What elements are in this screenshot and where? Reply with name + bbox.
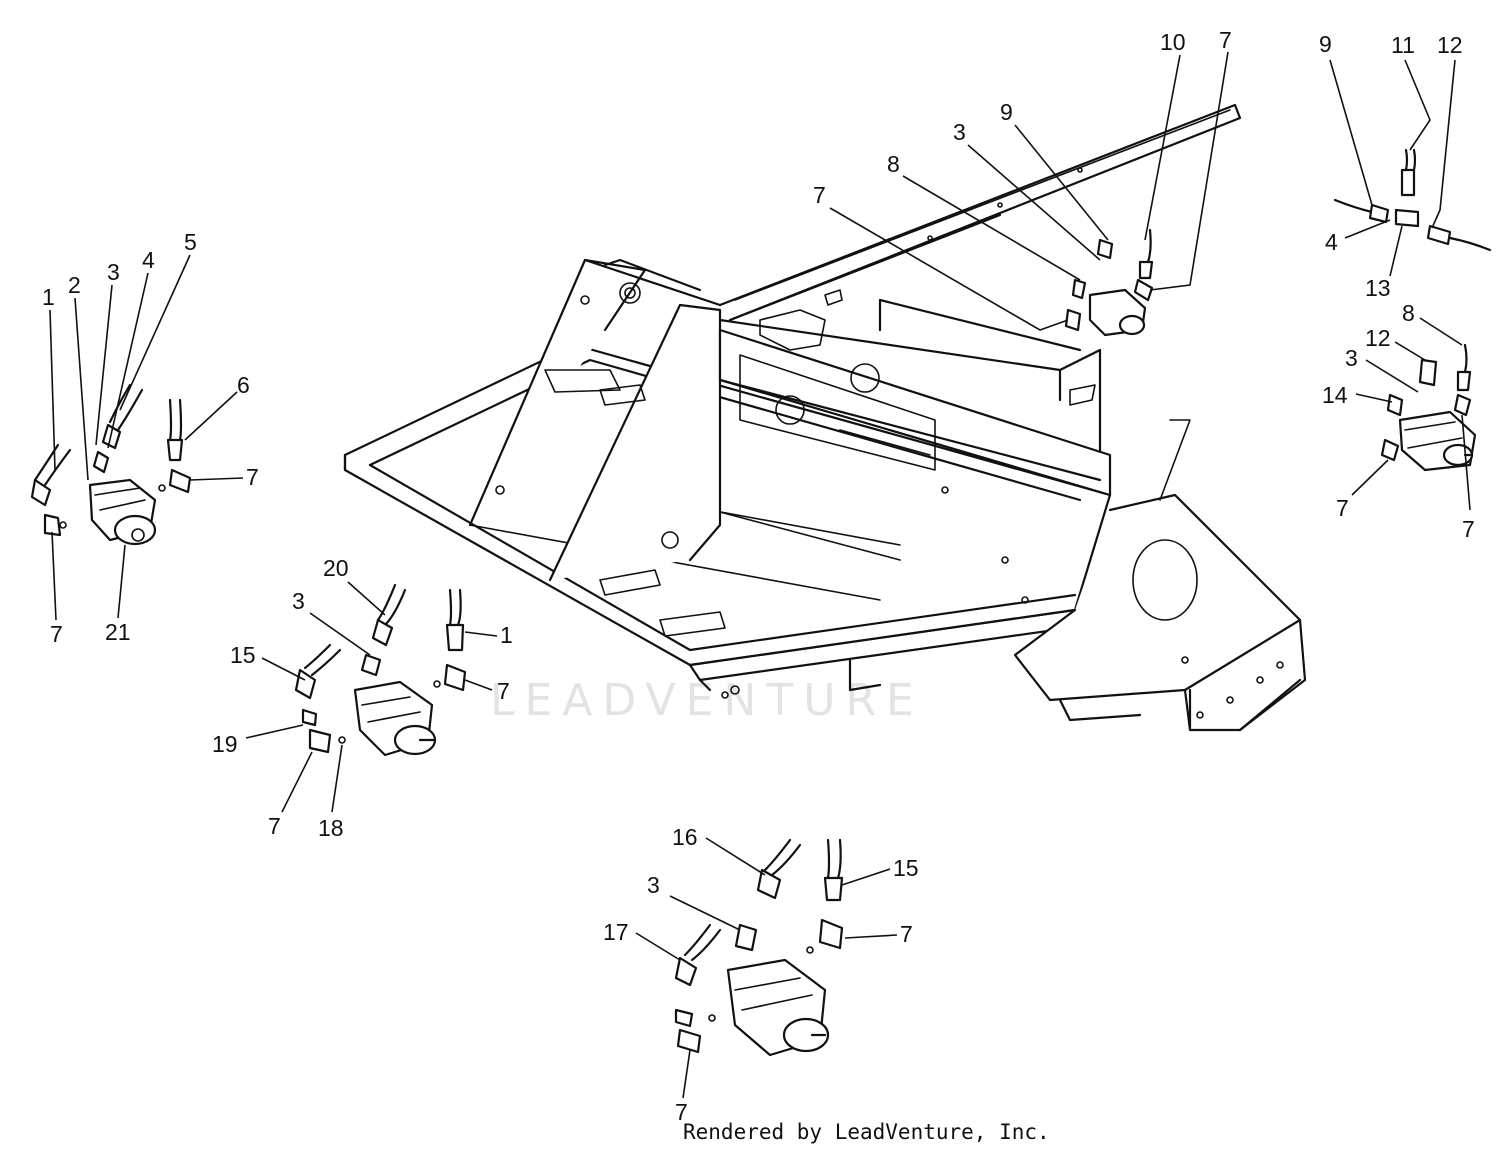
callout-label: 8 [1402, 300, 1415, 326]
callout-label: 7 [813, 182, 826, 208]
callout-label: 15 [230, 642, 256, 668]
callout-label: 7 [497, 678, 510, 704]
callout-label: 1 [42, 284, 55, 310]
callout-label: 7 [675, 1099, 688, 1125]
hydraulic-motor-left [30, 383, 192, 546]
tee-fitting-top-right [1333, 148, 1492, 252]
callout-label: 4 [142, 247, 155, 273]
callout-labels: 1 2 3 4 5 6 7 7 21 20 1 3 15 7 19 7 18 1… [42, 27, 1475, 1125]
hydraulic-motor-right [1380, 343, 1477, 472]
callout-label: 7 [246, 464, 259, 490]
leader-lines [49, 51, 1471, 1099]
callout-label: 7 [50, 621, 63, 647]
callout-label: 8 [887, 151, 900, 177]
callout-label: 12 [1365, 325, 1391, 351]
rendered-by-credit: Rendered by LeadVenture, Inc. [683, 1120, 1050, 1144]
mower-frame [343, 103, 1307, 732]
hydraulic-motor-bottom [674, 838, 844, 1057]
callout-label: 9 [1319, 31, 1332, 57]
callout-label: 10 [1160, 29, 1186, 55]
callout-label: 3 [107, 259, 120, 285]
callout-label: 16 [672, 824, 698, 850]
callout-label: 3 [292, 588, 305, 614]
callout-label: 3 [953, 119, 966, 145]
hydraulic-motor-upper-right [1064, 228, 1154, 337]
callout-label: 3 [647, 872, 660, 898]
callout-label: 5 [184, 229, 197, 255]
callout-label: 17 [603, 919, 629, 945]
callout-label: 15 [893, 855, 919, 881]
callout-label: 20 [323, 555, 349, 581]
callout-label: 9 [1000, 99, 1013, 125]
callout-label: 1 [500, 622, 513, 648]
callout-label: 7 [1336, 495, 1349, 521]
callout-label: 21 [105, 619, 131, 645]
callout-label: 4 [1325, 229, 1338, 255]
callout-label: 7 [1462, 516, 1475, 542]
callout-label: 7 [268, 813, 281, 839]
watermark-text: LEADVENTURE [490, 675, 924, 726]
callout-label: 19 [212, 731, 238, 757]
callout-label: 14 [1322, 382, 1348, 408]
callout-label: 11 [1391, 32, 1415, 58]
callout-label: 7 [900, 921, 913, 947]
callout-label: 7 [1219, 27, 1232, 53]
hydraulic-motor-center-left [294, 583, 467, 757]
callout-label: 18 [318, 815, 344, 841]
callout-label: 12 [1437, 32, 1463, 58]
callout-label: 6 [237, 372, 250, 398]
callout-label: 13 [1365, 275, 1391, 301]
callout-label: 2 [68, 272, 81, 298]
callout-label: 3 [1345, 345, 1358, 371]
